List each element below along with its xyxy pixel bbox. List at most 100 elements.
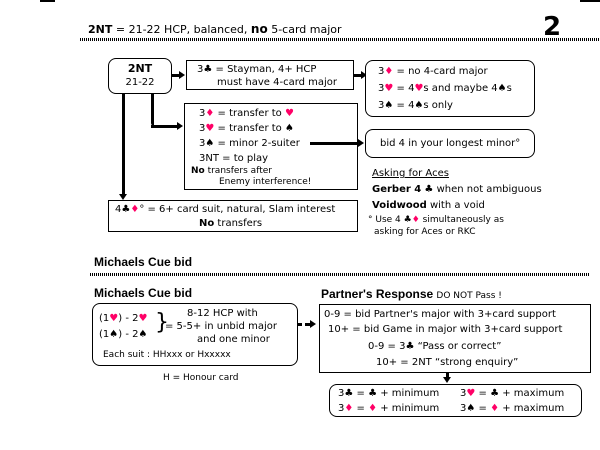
- text-fragment: 3: [199, 138, 206, 149]
- text-fragment: when not ambiguous: [433, 184, 542, 195]
- title-no: no: [250, 22, 268, 36]
- spade-icon: ♠: [109, 329, 119, 340]
- club-icon: ♣: [344, 388, 354, 399]
- spade-icon: ♠: [138, 329, 148, 340]
- response-line-2: 10+ = bid Game in major with 3+card supp…: [328, 324, 563, 335]
- transfer-row: 3NT = to play: [199, 152, 268, 165]
- section-title-2nt: 2NT = 21-22 HCP, balanced, no 5-card maj…: [88, 22, 342, 37]
- text-fragment: ° Use 4: [368, 215, 401, 225]
- text-fragment: 3: [199, 123, 206, 134]
- rebid-row: 3♦ = ♦ + minimum: [338, 403, 440, 414]
- text-fragment: = 4: [393, 100, 415, 111]
- text-fragment: + maximum: [499, 388, 565, 399]
- arrow-right-icon: [358, 139, 364, 147]
- response-title: Partner's Response DO NOT Pass !: [321, 288, 502, 303]
- response-line-4: 10+ = 2NT “strong enquiry”: [376, 357, 519, 368]
- club-icon: ♣: [368, 388, 378, 399]
- cue-box: (1♥) - 2♥ (1♠) - 2♠ } 8-12 HCP with = 5-…: [92, 303, 298, 366]
- diamond-icon: ♦: [411, 215, 420, 225]
- club-icon: ♣: [405, 341, 415, 352]
- spade-icon: ♠: [414, 100, 424, 111]
- slam-box: 4♣♦° = 6+ card suit, natural, Slam inter…: [108, 200, 358, 232]
- text-fragment: 4: [115, 204, 122, 215]
- reply-row: 3♥ = 4♥s and maybe 4♠s: [378, 82, 512, 95]
- spade-icon: ♠: [205, 138, 215, 149]
- arrow-right-icon: [177, 122, 183, 130]
- club-icon: ♣: [121, 204, 131, 215]
- text-fragment: + minimum: [377, 388, 440, 399]
- text-fragment: ) - 2: [118, 313, 139, 324]
- rebid-row: 3♠ = ♦ + maximum: [460, 403, 565, 414]
- text-fragment: 3: [199, 108, 206, 119]
- connector: [446, 373, 449, 377]
- text-fragment: 3: [338, 388, 345, 399]
- text-fragment: 3: [460, 403, 467, 414]
- transfer-note-2: Enemy interference!: [219, 177, 312, 187]
- heart-icon: ♥: [466, 388, 476, 399]
- transfer-row: 3♦ = transfer to ♥: [199, 107, 294, 120]
- minor-box: bid 4 in your longest minor°: [365, 129, 535, 158]
- text-fragment: 3: [197, 64, 204, 75]
- text-fragment: 3: [338, 403, 345, 414]
- text-fragment: + maximum: [499, 403, 565, 414]
- response-box: 0-9 = bid Partner's major with 3+card su…: [319, 304, 591, 373]
- reply-row: 3♦ = no 4-card major: [378, 65, 488, 78]
- spade-icon: ♠: [466, 403, 476, 414]
- heart-icon: ♥: [205, 123, 215, 134]
- heart-icon: ♥: [109, 313, 119, 324]
- connector-right: [151, 94, 154, 126]
- transfer-row: 3♠ = minor 2-suiter: [199, 137, 300, 150]
- spade-icon: ♠: [497, 83, 507, 94]
- response-line-3: 0-9 = 3♣ “Pass or correct”: [368, 340, 501, 353]
- opener-bid: 2NT: [127, 62, 153, 75]
- cue-row: (1♠) - 2♠: [99, 328, 147, 341]
- heart-icon: ♥: [138, 313, 148, 324]
- text-fragment: simultaneously as: [419, 215, 504, 225]
- text-fragment: + minimum: [377, 403, 440, 414]
- text-fragment: “Pass or correct”: [414, 341, 502, 352]
- page-number: 2: [543, 12, 562, 42]
- club-icon: ♣: [403, 215, 412, 225]
- heart-icon: ♥: [284, 108, 294, 119]
- text-fragment: with a void: [426, 200, 485, 211]
- slam-line1: 4♣♦° = 6+ card suit, natural, Slam inter…: [115, 203, 335, 216]
- connector: [354, 74, 362, 77]
- text-fragment: = Stayman, 4+ HCP: [212, 64, 317, 75]
- heart-icon: ♥: [384, 83, 394, 94]
- cue-row: (1♥) - 2♥: [99, 312, 147, 325]
- minor-text: bid 4 in your longest minor°: [380, 138, 521, 149]
- spade-icon: ♠: [284, 123, 294, 134]
- text-fragment: Partner's Response: [321, 287, 434, 301]
- heart-icon: ♥: [414, 83, 424, 94]
- text-fragment: (1: [99, 313, 110, 324]
- michaels-subtitle: Michaels Cue bid: [94, 286, 193, 300]
- arrow-right-icon: [310, 320, 316, 328]
- rebid-row: 3♥ = ♣ + maximum: [460, 388, 565, 399]
- arrow-right-icon: [361, 71, 367, 79]
- divider: [80, 38, 600, 41]
- text-fragment: ° = 6+ card suit, natural, Slam interest: [139, 204, 336, 215]
- connector: [305, 323, 311, 326]
- transfer-row: 3♥ = transfer to ♠: [199, 122, 294, 135]
- text-fragment: s only: [423, 100, 453, 111]
- club-icon: ♣: [203, 64, 213, 75]
- text-fragment: = transfer to: [214, 123, 285, 134]
- transfer-box: 3♦ = transfer to ♥ 3♥ = transfer to ♠ 3♠…: [184, 103, 358, 190]
- aces-heading: Asking for Aces: [372, 168, 449, 179]
- text-fragment: = to play: [218, 153, 269, 164]
- honour-note: H = Honour card: [163, 373, 239, 383]
- cue-each-suit: Each suit : HHxxx or Hxxxxx: [103, 350, 231, 360]
- voidwood-row: Voidwood with a void: [372, 199, 485, 212]
- section-title-michaels: Michaels Cue bid: [94, 255, 193, 269]
- slam-line2: No transfers: [199, 217, 262, 230]
- connector: [151, 125, 177, 128]
- text-fragment: transfers after: [204, 166, 272, 176]
- text-fragment: transfers: [214, 218, 263, 229]
- text-fragment: 3: [378, 100, 385, 111]
- aces-footnote: ° Use 4 ♣♦ simultaneously as: [368, 214, 504, 226]
- connector-left: [122, 94, 125, 194]
- text-fragment: No: [191, 166, 205, 176]
- text-fragment: ) - 2: [118, 329, 139, 340]
- text-fragment: No: [199, 218, 215, 229]
- text-fragment: Voidwood: [372, 200, 427, 211]
